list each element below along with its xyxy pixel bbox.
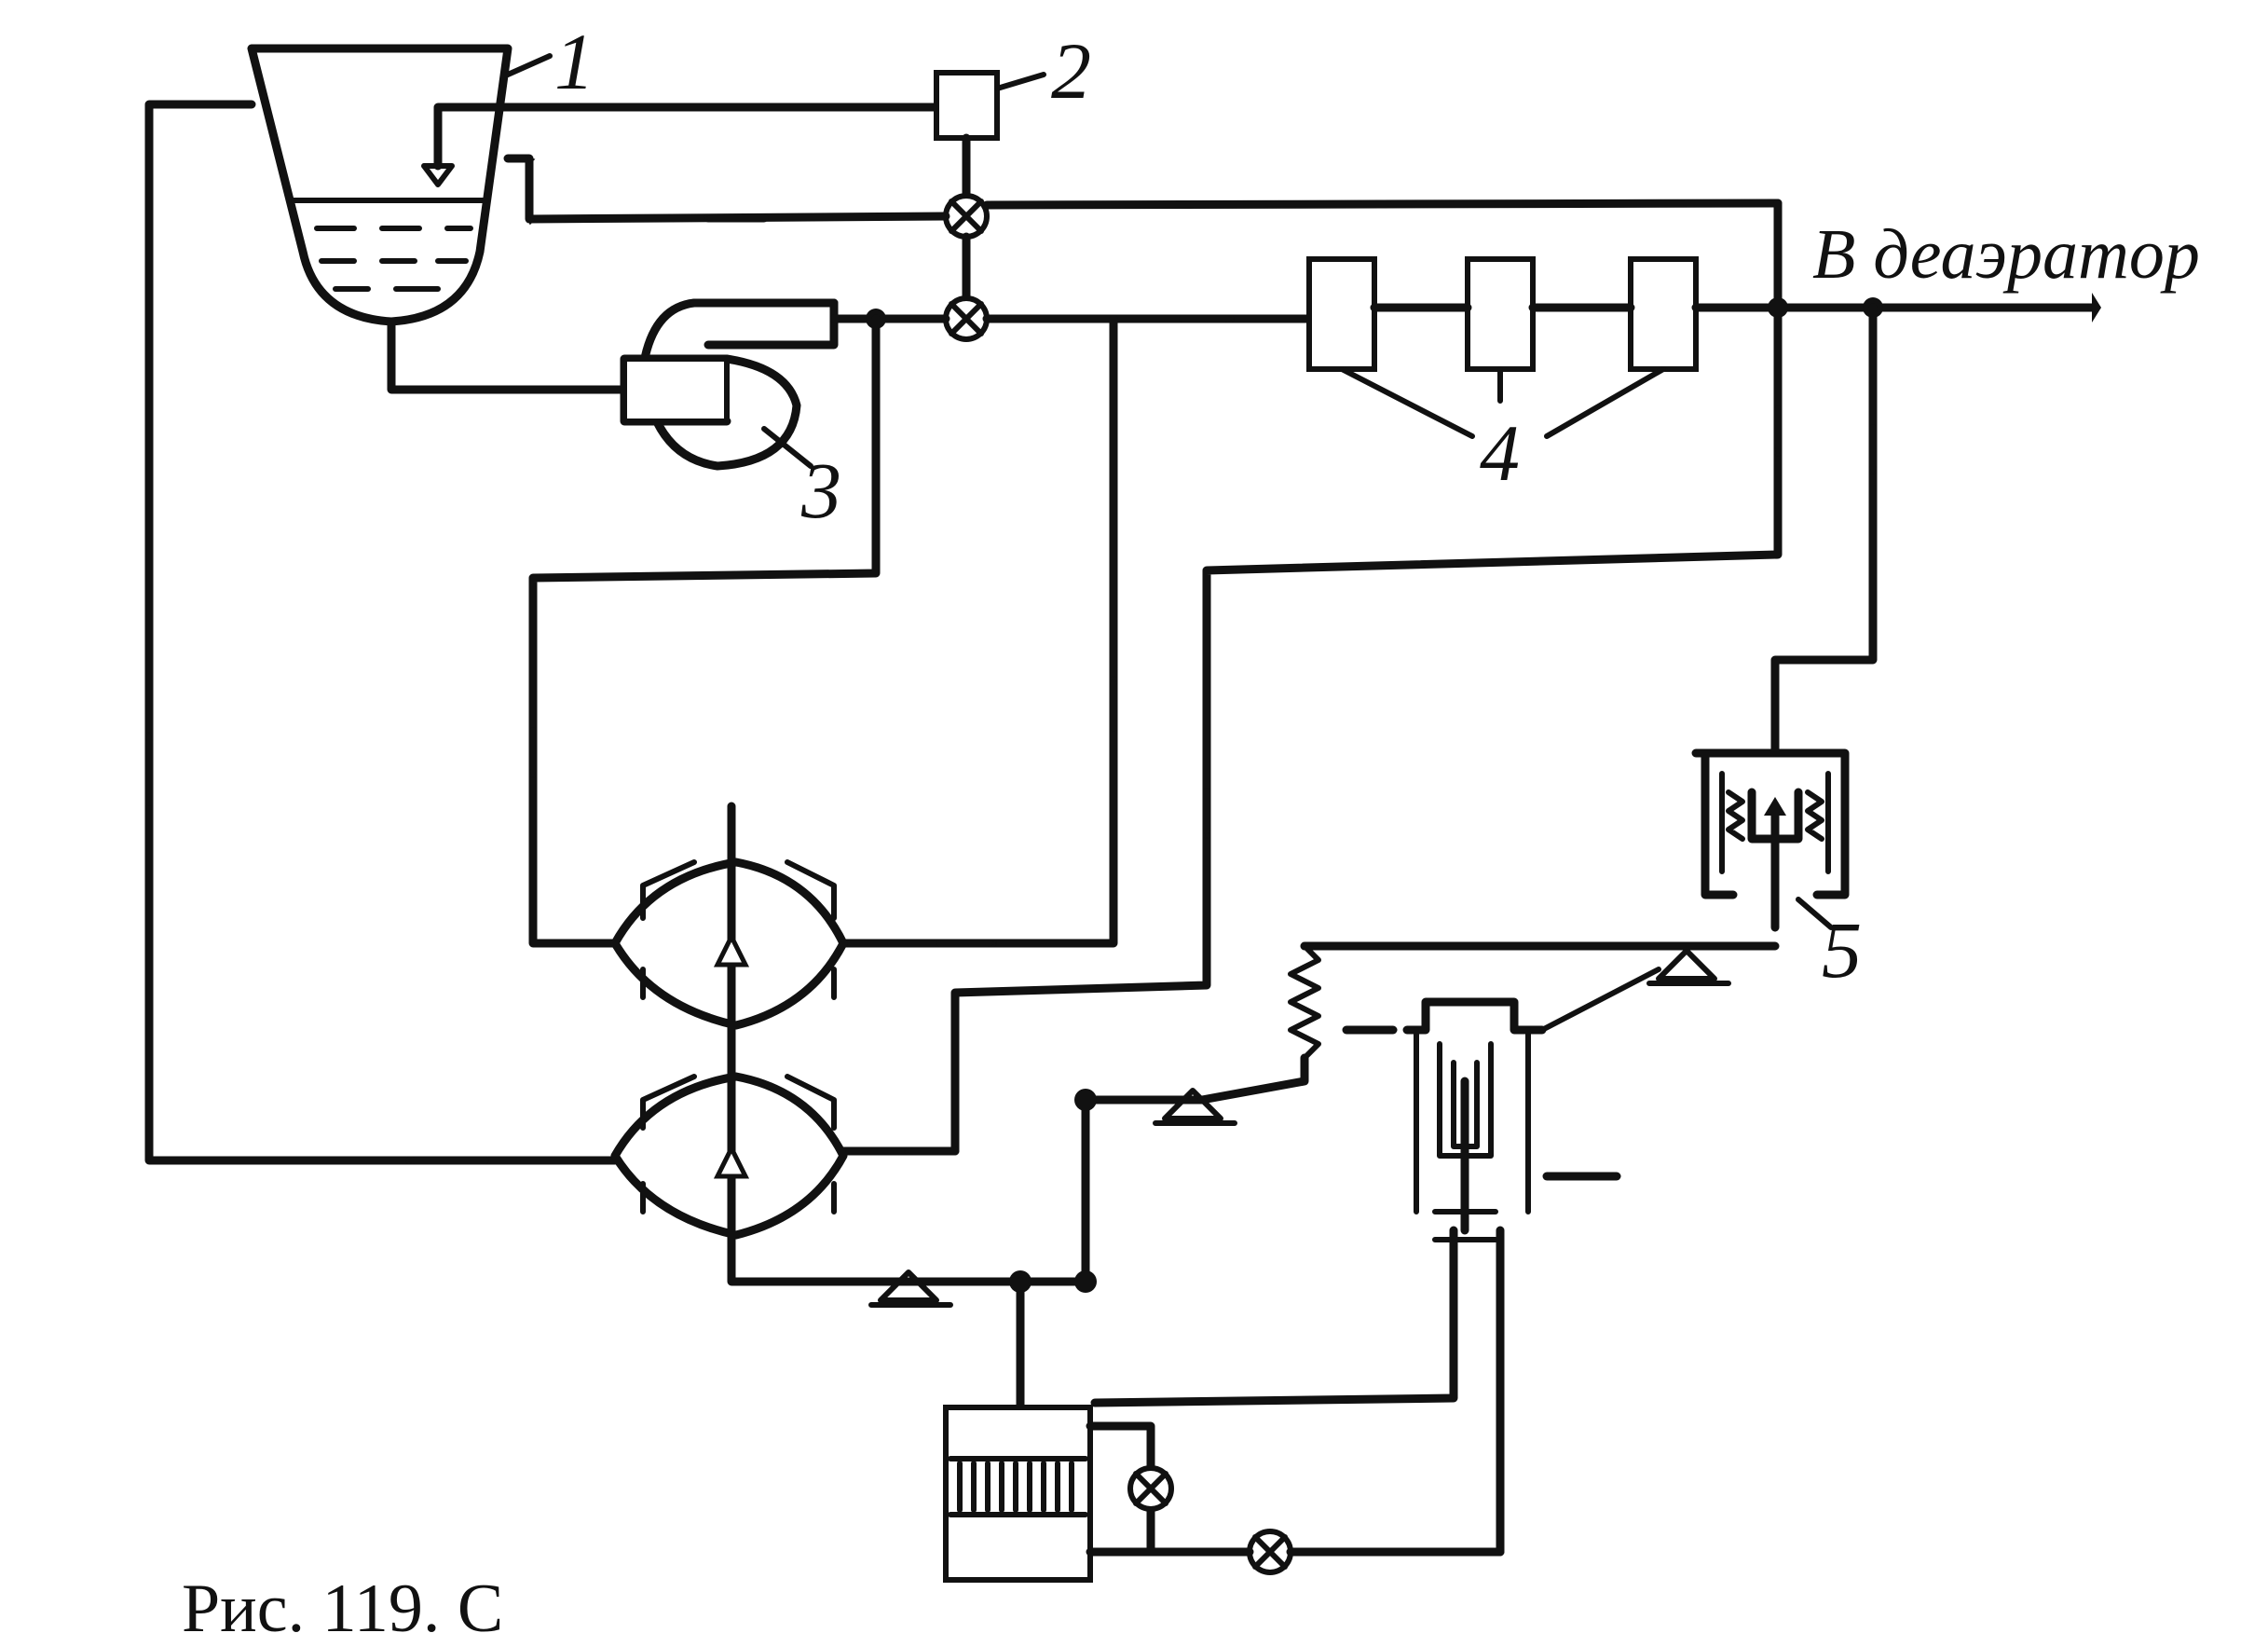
relay-leader <box>1796 897 1834 930</box>
feed-valve <box>943 295 990 342</box>
diaphragm-stem <box>727 802 1207 1286</box>
label-heaters: 4 <box>1480 408 1520 498</box>
recirculation-valve <box>943 193 990 240</box>
spring <box>1288 943 1321 1061</box>
throttle-valve-b <box>1247 1529 1293 1575</box>
fixed-supports <box>868 948 1731 1308</box>
tank <box>247 44 512 326</box>
label-controller: 2 <box>1051 26 1091 116</box>
left-return-line <box>144 100 620 1165</box>
lower-diaphragm <box>610 1072 848 1240</box>
recirculation-line <box>982 199 1783 210</box>
water-surface-dashes <box>314 226 473 292</box>
recirculation-return <box>503 154 950 226</box>
tank-outlet-line <box>387 317 629 394</box>
pump-to-diaphragm <box>528 314 881 948</box>
upper-diaphragm <box>610 858 848 1030</box>
label-pump: 3 <box>800 446 841 535</box>
controller <box>934 70 1000 141</box>
label-relay: 5 <box>1822 905 1862 995</box>
heater-leader-lines <box>1339 366 1666 439</box>
figure-caption: Рис. 119. С <box>182 1571 503 1633</box>
label-tank: 1 <box>554 17 594 106</box>
heaters <box>1306 256 2073 439</box>
relay <box>1691 748 1850 932</box>
lever <box>1197 941 1780 1105</box>
servomotor <box>943 1277 1093 1583</box>
pump <box>620 298 839 471</box>
outlet-caption: В деаэратор <box>1812 215 2200 294</box>
diaphragm-outlet <box>839 314 1118 948</box>
relay-feed-line <box>1770 303 1878 758</box>
level-signal-line <box>433 103 941 171</box>
throttle-valve-a <box>1127 1465 1174 1512</box>
pilot-valve <box>1090 967 1661 1557</box>
